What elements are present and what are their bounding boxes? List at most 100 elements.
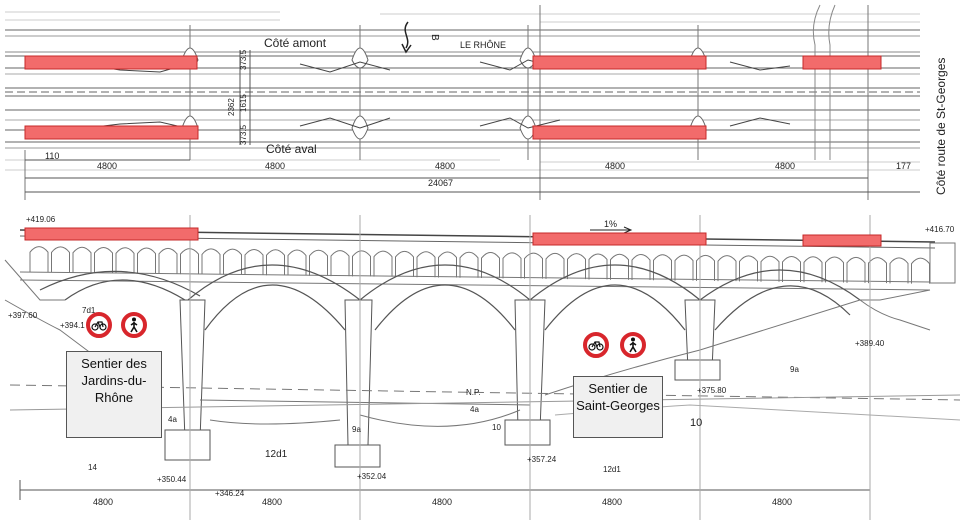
spandrel-arch — [72, 246, 92, 273]
highlight-downstream-middle — [532, 125, 707, 140]
spandrel-arch — [137, 247, 156, 274]
small-label-5: N.P. — [466, 388, 481, 397]
spandrel-arch — [287, 249, 307, 276]
plan-span-1: 4800 — [97, 161, 117, 171]
spandrel-arch — [502, 252, 522, 279]
level-top-left: +419.06 — [26, 215, 56, 224]
highlight-elevation-right — [802, 234, 882, 247]
pedestrian-icon — [121, 312, 147, 338]
elevation-view — [4, 215, 961, 520]
spandrel-arch — [352, 250, 371, 277]
level-8: +346.24 — [215, 489, 245, 498]
pedestrian-icon — [620, 332, 646, 358]
label-upstream: Côté amont — [264, 36, 327, 50]
spandrel-arch — [911, 257, 930, 284]
spandrel-arch — [803, 256, 823, 283]
plan-span-2: 4800 — [265, 161, 285, 171]
bicycle-glyph — [91, 321, 107, 331]
small-label-4: 10 — [492, 423, 501, 432]
callout-right-text: Sentier de Saint-Georges — [576, 381, 660, 413]
plan-span-5: 4800 — [775, 161, 795, 171]
plan-highlight-zones — [24, 55, 882, 140]
dim-vertical-4: 373.5 — [239, 124, 248, 145]
spandrel-arch — [610, 253, 629, 280]
small-label-2: 4a — [168, 415, 177, 424]
small-label-11: 10 — [690, 417, 702, 429]
dim-vertical-2: 2362 — [227, 98, 236, 116]
dim-vertical-3: 1615 — [239, 94, 248, 112]
spandrel-arch — [631, 254, 651, 281]
spandrel-arch — [889, 257, 909, 284]
slope-label: 1% — [604, 219, 617, 229]
callout-jardins-du-rhone: Sentier des Jardins-du-Rhône — [66, 351, 162, 438]
spandrel-arch — [416, 251, 436, 278]
spandrel-arch — [717, 255, 737, 282]
elev-span-2: 4800 — [262, 497, 282, 507]
river-label: LE RHÔNE — [460, 40, 506, 50]
level-5: +357.24 — [527, 455, 557, 464]
spandrel-arch — [739, 255, 758, 282]
spandrel-arch — [782, 255, 801, 282]
total-dim: 24067 — [428, 178, 453, 188]
level-2: +394.1 — [60, 321, 85, 330]
bicycle-glyph — [588, 341, 604, 351]
spandrel-arch — [868, 257, 887, 284]
elev-span-1: 4800 — [93, 497, 113, 507]
bicycle-icon — [86, 312, 112, 338]
level-7: +350.44 — [157, 475, 187, 484]
elev-span-4: 4800 — [602, 497, 622, 507]
spandrel-arch — [674, 254, 694, 281]
spandrel-arch — [266, 249, 285, 276]
small-label-1: 7d1 — [82, 306, 96, 315]
pedestrian-glyph — [130, 317, 138, 333]
dim-vertical-1: 373.5 — [239, 49, 248, 70]
spandrel-arch — [158, 247, 178, 274]
spandrel-arch — [825, 256, 844, 283]
plan-span-3: 4800 — [435, 161, 455, 171]
road-side-label: Côté route de St-Georges — [934, 58, 948, 195]
highlight-elevation-middle — [532, 232, 707, 246]
callout-saint-georges: Sentier de Saint-Georges — [573, 376, 663, 438]
highlight-upstream-left — [24, 55, 198, 70]
spandrel-arch — [244, 248, 264, 275]
dim-right-small: 177 — [896, 161, 911, 171]
plan-span-4: 4800 — [605, 161, 625, 171]
small-label-7: 9a — [790, 365, 799, 374]
dim-left-small: 110 — [45, 151, 59, 161]
spandrel-arch — [481, 252, 500, 279]
small-label-8: 14 — [88, 463, 97, 472]
north-mark: B — [429, 34, 440, 41]
spandrel-arch — [395, 250, 414, 277]
spandrel-arch — [459, 251, 479, 278]
spandrel-arch — [201, 248, 221, 275]
elev-span-3: 4800 — [432, 497, 452, 507]
spandrel-arch — [846, 256, 866, 283]
spandrel-arch — [330, 250, 350, 277]
spandrel-arch — [524, 252, 543, 279]
spandrel-arch — [760, 255, 780, 282]
plan-view — [5, 4, 920, 200]
label-downstream: Côté aval — [266, 142, 317, 156]
highlight-elevation-left — [24, 227, 199, 241]
highlight-upstream-right — [802, 55, 882, 70]
elev-span-5: 4800 — [772, 497, 792, 507]
level-1: +397.60 — [8, 311, 38, 320]
spandrel-arch — [567, 253, 586, 280]
highlight-downstream-left — [24, 125, 199, 140]
bicycle-icon — [583, 332, 609, 358]
spandrel-arch — [94, 246, 113, 273]
elevation-highlight-zones — [24, 227, 882, 247]
spandrel-arch — [696, 254, 715, 281]
small-label-3: 9a — [352, 425, 361, 434]
level-6: +352.04 — [357, 472, 387, 481]
spandrel-arch — [51, 246, 70, 273]
spandrel-arch — [29, 246, 49, 273]
spandrel-arch — [545, 252, 565, 279]
level-4: +375.80 — [697, 386, 727, 395]
level-3: +389.40 — [855, 339, 885, 348]
highlight-upstream-middle — [532, 55, 707, 70]
small-label-6: 4a — [470, 405, 479, 414]
small-label-10: 12d1 — [603, 465, 621, 474]
level-top-right: +416.70 — [925, 225, 955, 234]
